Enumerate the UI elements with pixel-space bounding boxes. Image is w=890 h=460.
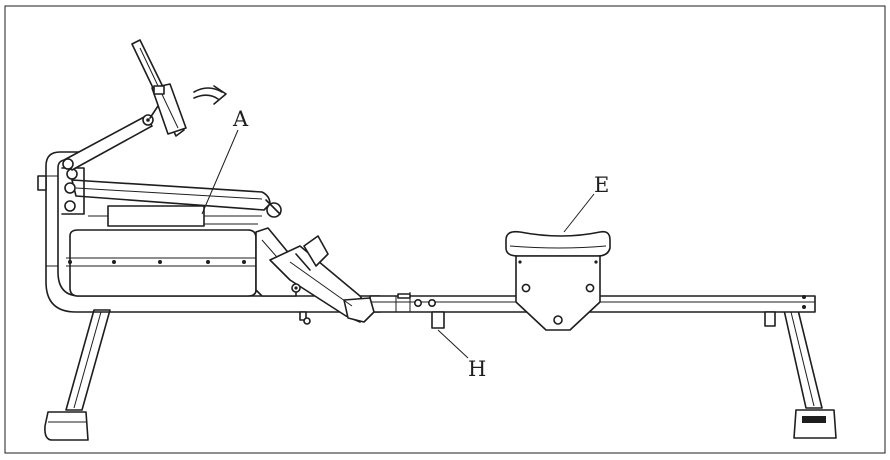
- upper-frame: [37, 167, 282, 218]
- monitor: [131, 39, 187, 137]
- callout-label-e: E: [594, 173, 609, 197]
- callout-line-a: [201, 129, 239, 215]
- figure-border: [4, 5, 886, 454]
- rail-stop: [299, 311, 776, 329]
- rotate-arrow-icon: [193, 85, 227, 105]
- front-leg: [65, 309, 111, 411]
- callout-line-h: [437, 329, 469, 359]
- seat: [505, 230, 611, 257]
- footrest-strap-clip: [295, 235, 329, 271]
- water-tank: [66, 229, 262, 297]
- tank-top-box: [88, 205, 262, 227]
- callout-label-h: H: [468, 357, 486, 381]
- callout-line-e: [563, 193, 595, 233]
- front-frame-loop: [45, 151, 381, 313]
- rear-foot: [793, 409, 837, 439]
- callout-label-a: A: [232, 107, 249, 131]
- seat-carriage: [515, 255, 601, 331]
- monitor-arm: [62, 99, 163, 171]
- rear-leg: [783, 309, 823, 409]
- footrest: [269, 245, 375, 323]
- front-foot: [44, 411, 89, 441]
